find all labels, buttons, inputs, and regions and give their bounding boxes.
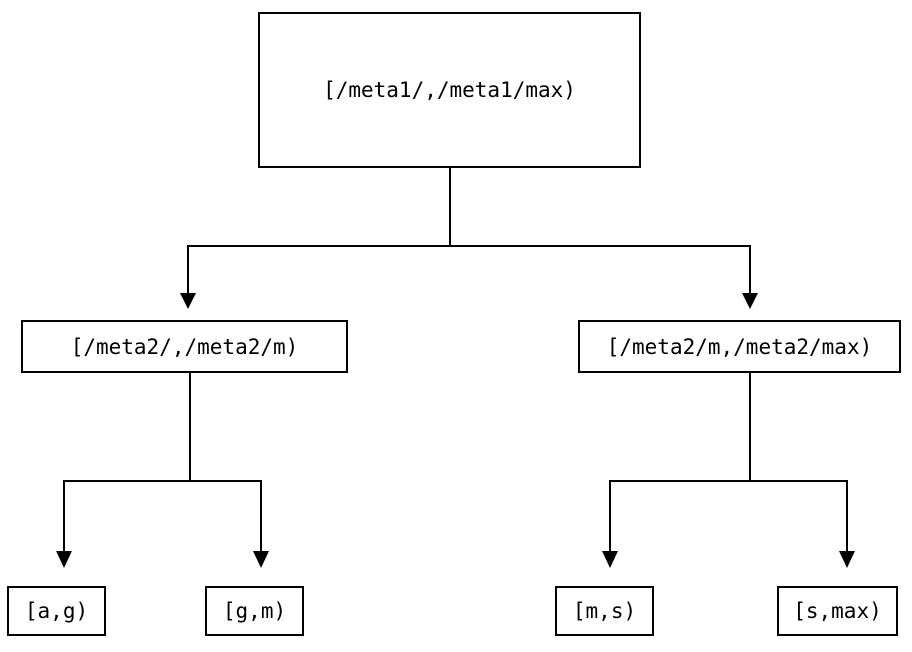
tree-node-leaf-m-s[interactable]: [m,s)	[555, 586, 654, 636]
tree-node-mid-right[interactable]: [/meta2/m,/meta2/max)	[578, 320, 901, 373]
tree-node-mid-left[interactable]: [/meta2/,/meta2/m)	[21, 320, 348, 373]
tree-node-mid-right-label: [/meta2/m,/meta2/max)	[606, 334, 873, 359]
arrowhead-icon-mid-left-to-leaf-2	[253, 551, 269, 568]
tree-node-root[interactable]: [/meta1/,/meta1/max)	[258, 12, 641, 168]
tree-node-leaf-g-m-label: [g,m)	[222, 599, 287, 623]
tree-node-root-label: [/meta1/,/meta1/max)	[323, 78, 576, 102]
tree-node-leaf-a-g-label: [a,g)	[24, 599, 89, 623]
tree-node-leaf-s-max[interactable]: [s,max)	[777, 586, 898, 636]
tree-node-leaf-s-max-label: [s,max)	[793, 599, 882, 623]
tree-node-leaf-g-m[interactable]: [g,m)	[205, 586, 304, 636]
arrowhead-icon-root-to-mid-left	[180, 293, 196, 309]
edge-root-to-mid-group	[180, 168, 758, 309]
tree-node-leaf-a-g[interactable]: [a,g)	[7, 586, 106, 636]
edge-mid-right-to-leaves-group	[602, 373, 855, 568]
arrowhead-icon-mid-right-to-leaf-4	[839, 551, 855, 568]
tree-node-mid-left-label: [/meta2/,/meta2/m)	[70, 334, 299, 359]
tree-node-leaf-m-s-label: [m,s)	[572, 599, 637, 623]
arrowhead-icon-root-to-mid-right	[742, 293, 758, 309]
arrowhead-icon-mid-left-to-leaf-1	[56, 551, 72, 568]
edge-mid-left-to-leaves-group	[56, 373, 269, 568]
arrowhead-icon-mid-right-to-leaf-3	[602, 551, 618, 568]
